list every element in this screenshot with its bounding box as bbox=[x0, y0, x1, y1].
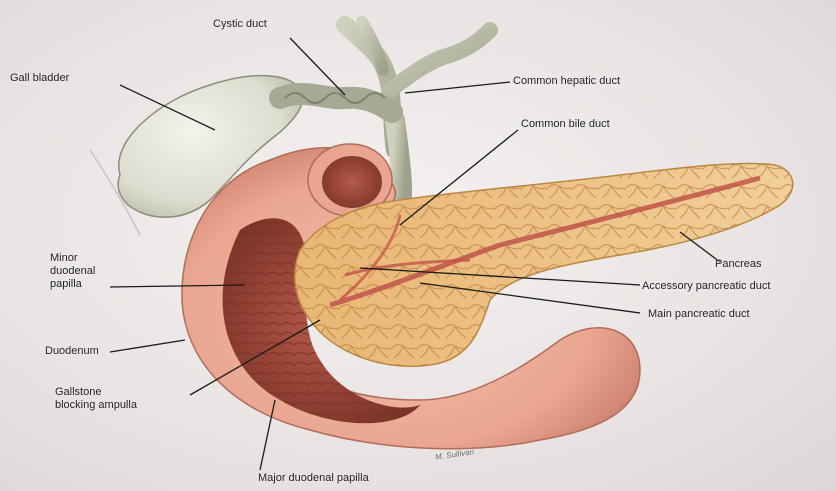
label-common-bile-duct: Common bile duct bbox=[521, 118, 610, 131]
label-minor-line2: duodenal bbox=[50, 265, 120, 278]
label-gallstone-line1: Gallstone bbox=[55, 386, 185, 399]
label-gallstone-blocking-ampulla: Gallstone blocking ampulla bbox=[55, 386, 185, 412]
label-duodenum: Duodenum bbox=[45, 345, 99, 358]
label-common-hepatic-duct: Common hepatic duct bbox=[513, 75, 620, 88]
label-cystic-duct: Cystic duct bbox=[213, 18, 267, 31]
label-accessory-pancreatic-duct: Accessory pancreatic duct bbox=[642, 280, 770, 293]
label-pancreas: Pancreas bbox=[715, 258, 761, 271]
label-minor-line3: papilla bbox=[50, 278, 120, 291]
label-minor-line1: Minor bbox=[50, 252, 120, 265]
label-minor-duodenal-papilla: Minor duodenal papilla bbox=[50, 252, 120, 291]
label-main-pancreatic-duct: Main pancreatic duct bbox=[648, 308, 750, 321]
label-major-duodenal-papilla: Major duodenal papilla bbox=[258, 472, 369, 485]
label-gallstone-line2: blocking ampulla bbox=[55, 399, 185, 412]
label-gall-bladder: Gall bladder bbox=[10, 72, 69, 85]
